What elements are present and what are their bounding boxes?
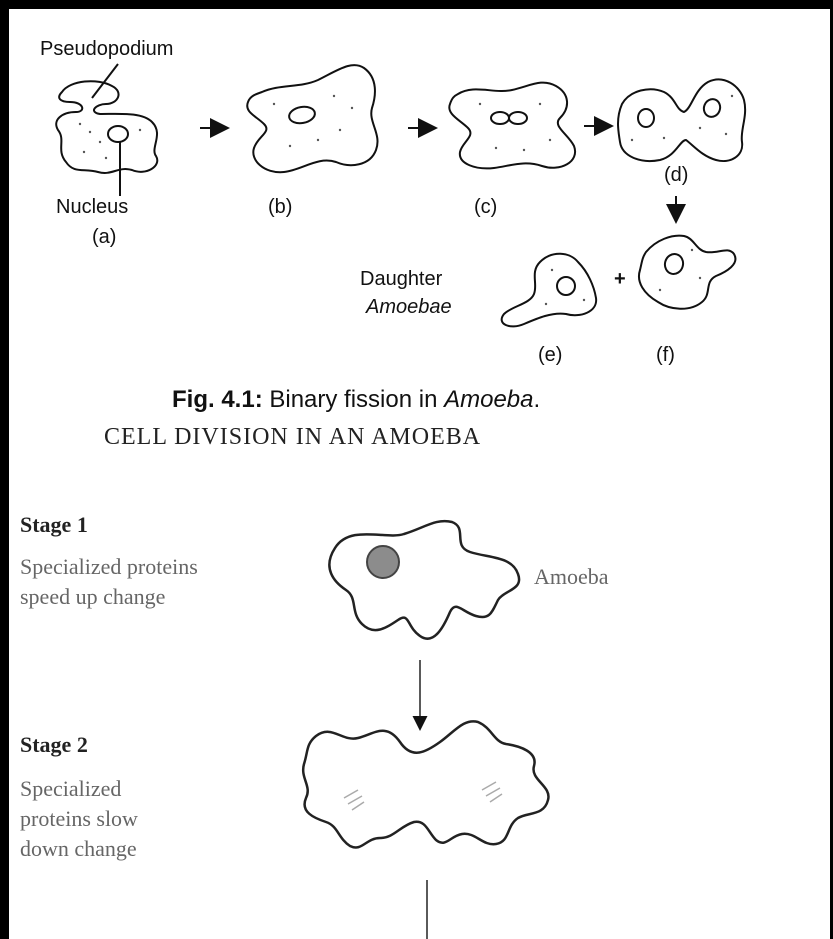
panel-label-c: (c) [474, 196, 497, 219]
stage2-chromatin-left [344, 790, 364, 810]
stage1-amoeba [329, 521, 519, 639]
stage2-title: Stage 2 [20, 732, 88, 758]
stage2-chromatin-right [482, 782, 502, 802]
caption-text: Binary fission in [263, 386, 444, 413]
bottom-title: CELL DIVISION IN AN AMOEBA [104, 424, 481, 451]
stage1-desc-line1: Specialized proteins [20, 552, 198, 582]
amoeba-c [449, 83, 575, 169]
panel-label-f: (f) [656, 344, 675, 367]
amoeba-b-granules [273, 95, 353, 147]
amoeba-d [618, 79, 745, 161]
stage1-nucleus [367, 546, 399, 578]
label-amoeba: Amoeba [534, 562, 609, 592]
label-amoebae: Amoebae [366, 296, 452, 319]
panel-label-d: (d) [664, 164, 688, 187]
amoeba-b [247, 65, 377, 172]
figure-caption: Fig. 4.1: Binary fission in Amoeba. [172, 386, 540, 414]
stage2-desc-line2: proteins slow [20, 804, 138, 834]
caption-end: . [533, 386, 540, 413]
plus-sign: + [614, 268, 626, 291]
amoeba-c-granules [479, 103, 551, 151]
panel-label-b: (b) [268, 196, 292, 219]
caption-italic: Amoeba [444, 386, 533, 413]
label-pseudopodium: Pseudopodium [40, 38, 173, 61]
stage1-desc-line2: speed up change [20, 582, 165, 612]
stage2-desc-line1: Specialized [20, 774, 121, 804]
panel-label-a: (a) [92, 226, 116, 249]
amoeba-f [639, 236, 735, 309]
caption-prefix: Fig. 4.1: [172, 386, 263, 413]
stage1-title: Stage 1 [20, 512, 88, 538]
stage2-amoeba [303, 721, 548, 847]
amoeba-e [502, 254, 596, 327]
amoeba-a [56, 64, 157, 196]
panel-label-e: (e) [538, 344, 562, 367]
stage2-desc-line3: down change [20, 834, 137, 864]
label-nucleus: Nucleus [56, 196, 128, 219]
label-daughter: Daughter [360, 268, 442, 291]
amoeba-e-granules [545, 269, 585, 305]
